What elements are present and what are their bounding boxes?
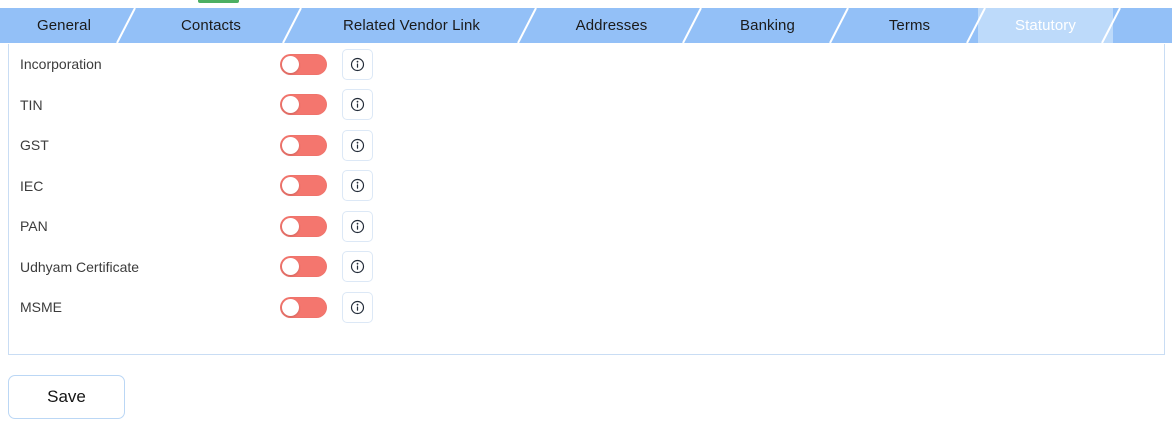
toggle-knob [282, 258, 299, 276]
statutory-row-udhyam-certificate: Udhyam Certificate [9, 247, 1164, 288]
toggle-pan[interactable] [280, 215, 327, 237]
toggle-wrap [280, 94, 327, 116]
toggle-msme[interactable] [280, 296, 327, 318]
toggle-wrap [280, 134, 327, 156]
row-label: MSME [20, 299, 62, 316]
info-button-incorporation[interactable] [342, 48, 373, 80]
tab-related-vendor-link-label: Related Vendor Link [343, 17, 480, 34]
info-icon [350, 179, 365, 193]
statutory-row-tin: TIN [9, 85, 1164, 126]
statutory-row-pan: PAN [9, 206, 1164, 247]
tab-banking[interactable]: Banking [694, 8, 849, 43]
info-button-udhyam-certificate[interactable] [342, 251, 373, 283]
info-icon [350, 57, 365, 71]
tab-terms[interactable]: Terms [841, 8, 986, 43]
vendor-tab-strip: General Contacts Related Vendor Link Add… [0, 8, 1172, 43]
toggle-knob [282, 298, 299, 316]
toggle-knob [282, 177, 299, 195]
statutory-row-gst: GST [9, 125, 1164, 166]
toggle-wrap [280, 215, 327, 237]
info-button-gst[interactable] [342, 129, 373, 161]
statutory-panel: Incorporation TIN [8, 44, 1165, 355]
tab-terms-label: Terms [888, 17, 931, 34]
info-button-iec[interactable] [342, 170, 373, 202]
toggle-knob [282, 217, 299, 235]
toggle-knob [282, 55, 299, 73]
statutory-row-list: Incorporation TIN [9, 44, 1164, 328]
tab-statutory-label: Statutory [1015, 17, 1076, 34]
tab-general[interactable]: General [0, 8, 136, 43]
row-label: PAN [20, 218, 48, 235]
statutory-row-iec: IEC [9, 166, 1164, 207]
info-button-pan[interactable] [342, 210, 373, 242]
toggle-wrap [280, 53, 327, 75]
tab-addresses-label: Addresses [575, 17, 648, 34]
toggle-wrap [280, 175, 327, 197]
tab-addresses[interactable]: Addresses [529, 8, 702, 43]
toggle-knob [282, 96, 299, 114]
tab-banking-label: Banking [740, 17, 795, 34]
toggle-knob [282, 136, 299, 154]
statutory-row-msme: MSME [9, 287, 1164, 328]
toggle-incorporation[interactable] [280, 53, 327, 75]
info-icon [350, 219, 365, 233]
top-green-button-edge [198, 0, 239, 3]
toggle-udhyam-certificate[interactable] [280, 256, 327, 278]
row-label: Udhyam Certificate [20, 258, 140, 275]
toggle-wrap [280, 296, 327, 318]
tab-general-label: General [36, 17, 92, 34]
tab-related-vendor-link[interactable]: Related Vendor Link [294, 8, 537, 43]
info-button-msme[interactable] [342, 291, 373, 323]
toggle-wrap [280, 256, 327, 278]
save-button[interactable]: Save [8, 375, 125, 419]
info-icon [350, 138, 365, 152]
row-label: Incorporation [20, 56, 102, 73]
row-label: TIN [20, 96, 43, 113]
info-button-tin[interactable] [342, 89, 373, 121]
tab-statutory[interactable]: Statutory [978, 8, 1121, 43]
statutory-row-incorporation: Incorporation [9, 44, 1164, 85]
toggle-tin[interactable] [280, 94, 327, 116]
toggle-gst[interactable] [280, 134, 327, 156]
row-label: GST [20, 137, 49, 154]
tab-contacts-label: Contacts [181, 17, 241, 34]
tab-strip-filler [1113, 8, 1172, 43]
toggle-iec[interactable] [280, 175, 327, 197]
info-icon [350, 98, 365, 112]
info-icon [350, 300, 365, 314]
tab-contacts[interactable]: Contacts [128, 8, 302, 43]
row-label: IEC [20, 177, 44, 194]
info-icon [350, 260, 365, 274]
